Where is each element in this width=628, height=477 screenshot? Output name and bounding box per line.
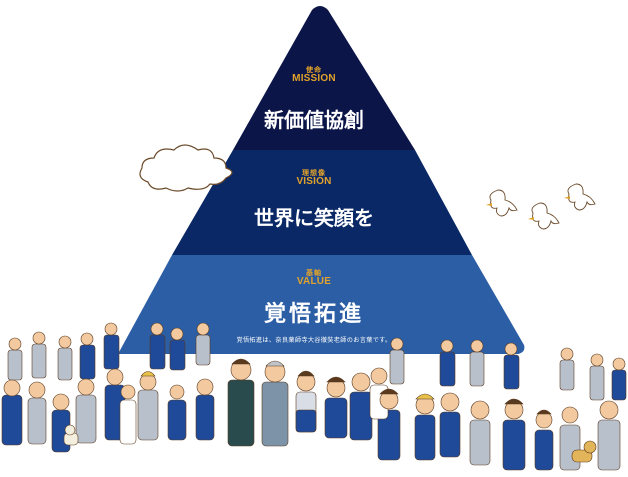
vision-label-en: VISION [296,176,332,187]
vision-statement: 世界に笑顔を [254,206,374,230]
bird-icon [486,189,518,217]
value-note: 覚悟拓進は、奈良薬師寺大谷徹奘老師のお言葉です。 [236,337,392,344]
value-label-en: VALUE [296,276,332,287]
bird-icon [528,202,560,230]
bird-icon [564,183,596,211]
cloud-illustration [139,144,233,192]
vision-label-ja: 理想像 [302,169,326,177]
pyramid-tier-mission [233,6,415,150]
mission-statement: 新価値協創 [264,108,364,132]
mission-label-ja: 使命 [306,66,322,74]
pyramid-tier-value [118,255,525,354]
dog-icon [571,440,597,463]
mission-label-en: MISSION [292,73,336,84]
cat-icon [63,424,79,446]
value-label-ja: 基軸 [306,269,322,277]
pyramid-tier-vision [172,150,472,255]
value-statement: 覚悟拓進 [263,302,364,327]
employees-crowd-illustration [1,322,627,471]
